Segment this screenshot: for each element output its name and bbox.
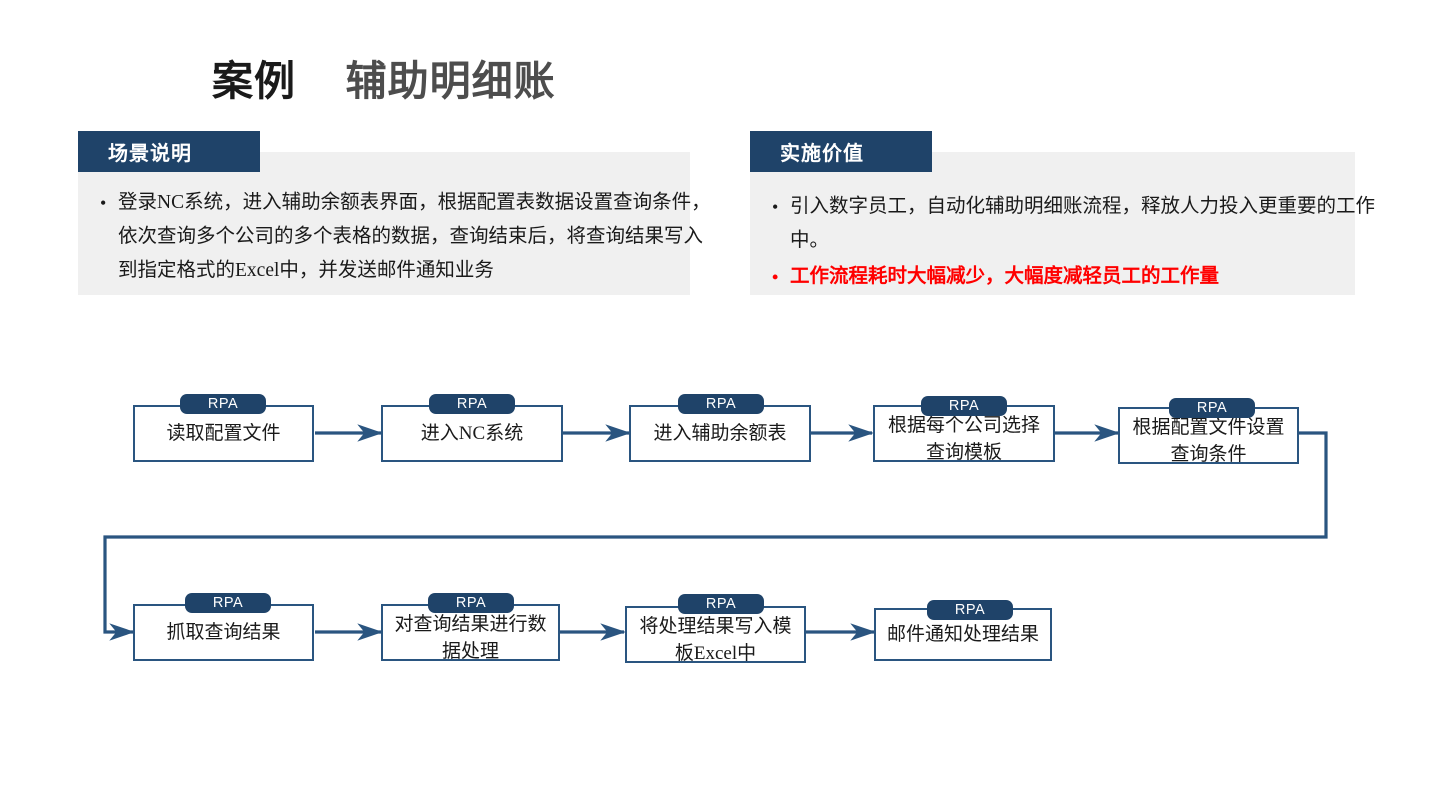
scene-description-body: • 登录NC系统，进入辅助余额表界面，根据配置表数据设置查询条件，依次查询多个公…	[78, 176, 718, 290]
rpa-badge: RPA	[429, 394, 515, 414]
list-item-text: 工作流程耗时大幅减少，大幅度减轻员工的工作量	[790, 266, 1220, 287]
list-item-highlighted: • 工作流程耗时大幅减少，大幅度减轻员工的工作量	[772, 260, 1390, 294]
list-item-text: 登录NC系统，进入辅助余额表界面，根据配置表数据设置查询条件，依次查询多个公司的…	[118, 192, 711, 281]
implementation-value-panel	[750, 152, 1355, 295]
page-title: 案例 辅助明细账	[212, 56, 556, 106]
flow-node-label: 将处理结果写入模 板Excel中	[625, 606, 806, 664]
flow-node-label: 进入辅助余额表	[629, 405, 811, 462]
implementation-value-body: • 引入数字员工，自动化辅助明细账流程，释放人力投入更重要的工作中。 • 工作流…	[750, 176, 1390, 296]
scene-description-tab: 场景说明	[78, 131, 260, 172]
flow-node-label: 对查询结果进行数 据处理	[381, 604, 560, 662]
implementation-value-tab: 实施价值	[750, 131, 932, 172]
page-title-primary: 案例	[212, 58, 296, 104]
bullet-marker: •	[100, 193, 107, 213]
page-title-secondary: 辅助明细账	[345, 58, 556, 104]
rpa-badge: RPA	[678, 394, 764, 414]
flow-node-label: 抓取查询结果	[133, 604, 314, 661]
rpa-badge: RPA	[678, 594, 764, 614]
rpa-badge: RPA	[921, 396, 1007, 416]
flow-node-label: 读取配置文件	[133, 405, 314, 462]
list-item: • 引入数字员工，自动化辅助明细账流程，释放人力投入更重要的工作中。	[772, 190, 1390, 258]
rpa-badge: RPA	[927, 600, 1013, 620]
bullet-marker: •	[772, 267, 779, 287]
rpa-badge: RPA	[180, 394, 266, 414]
rpa-badge: RPA	[185, 593, 271, 613]
bullet-marker: •	[772, 197, 779, 217]
list-item: • 登录NC系统，进入辅助余额表界面，根据配置表数据设置查询条件，依次查询多个公…	[100, 186, 718, 288]
flow-node-label: 邮件通知处理结果	[874, 608, 1052, 661]
rpa-badge: RPA	[428, 593, 514, 613]
list-item-text: 引入数字员工，自动化辅助明细账流程，释放人力投入更重要的工作中。	[790, 196, 1376, 251]
rpa-badge: RPA	[1169, 398, 1255, 418]
scene-description-panel	[78, 152, 690, 295]
